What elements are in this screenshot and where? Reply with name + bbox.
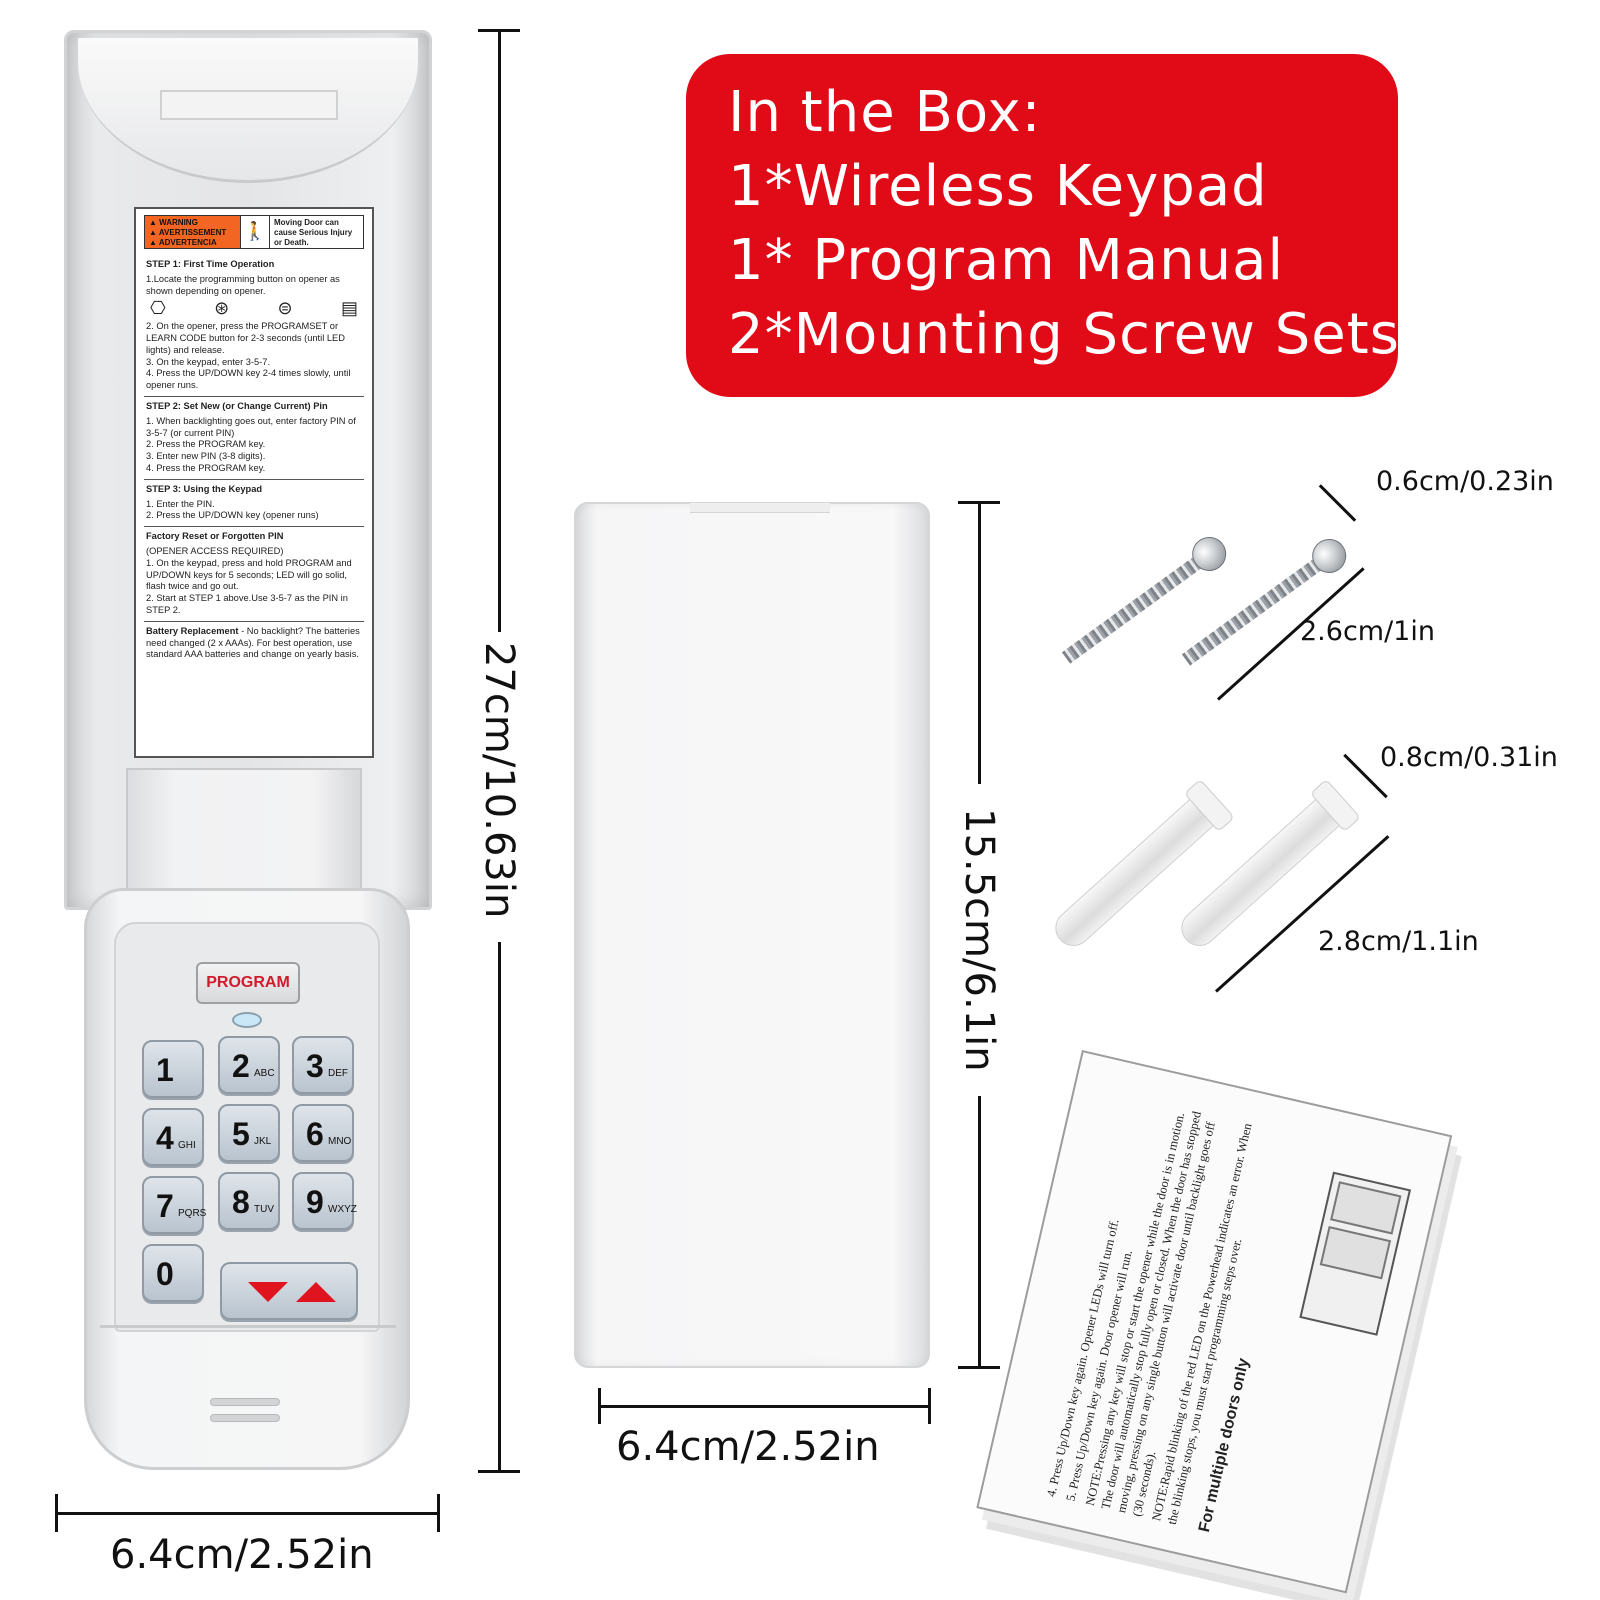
key-letters: WXYZ — [328, 1204, 357, 1215]
instruction-label: ▲ WARNING ▲ AVERTISSEMENT ▲ ADVERTENCIA … — [134, 207, 374, 758]
key-number: 2 — [232, 1048, 250, 1084]
battery-body: - No backlight? The batteries need chang… — [146, 625, 360, 660]
dim-tick — [478, 29, 520, 32]
key-letters: JKL — [254, 1136, 272, 1147]
label-reset: Factory Reset or Forgotten PIN (OPENER A… — [144, 527, 364, 622]
cover-width-label: 6.4cm/2.52in — [616, 1424, 880, 1470]
battery-cover — [574, 502, 930, 1368]
key-letters: MNO — [328, 1136, 352, 1147]
key-number: 8 — [232, 1184, 250, 1220]
dim-gap — [958, 784, 1002, 1096]
screw-diameter-label: 0.6cm/0.23in — [1376, 466, 1554, 497]
label-battery: Battery Replacement - No backlight? The … — [144, 622, 364, 665]
key-letters: PQRS — [178, 1208, 207, 1219]
battery-title: Battery Replacement — [146, 625, 239, 636]
step1-a: 1.Locate the programming button on opene… — [146, 273, 340, 296]
anchor-length-label: 2.8cm/1.1in — [1318, 926, 1479, 957]
manual-keypad-figure — [1299, 1171, 1412, 1336]
opener-search-icon: ⊜ — [277, 298, 293, 319]
in-the-box-item: 1*Wireless Keypad — [728, 154, 1268, 219]
arrow-up-icon — [296, 1282, 336, 1302]
step2-title: STEP 2: Set New (or Change Current) Pin — [146, 400, 328, 411]
in-the-box-item: 2*Mounting Screw Sets — [728, 302, 1400, 367]
key-number: 1 — [156, 1052, 174, 1088]
step2-body: 1. When backlighting goes out, enter fac… — [146, 415, 356, 473]
step3-body: 1. Enter the PIN. 2. Press the UP/DOWN k… — [146, 498, 319, 521]
warning-caution: Moving Door can cause Serious Injury or … — [274, 218, 353, 247]
dim-tick — [437, 1494, 440, 1532]
key-letters: ABC — [254, 1068, 275, 1079]
key-letters: TUV — [254, 1204, 274, 1215]
key-number: 5 — [232, 1116, 250, 1152]
label-step1: STEP 1: First Time Operation 1.Locate th… — [144, 255, 364, 397]
in-the-box-title: In the Box: — [728, 80, 1042, 145]
key-number: 7 — [156, 1188, 174, 1224]
up-down-button[interactable] — [220, 1262, 358, 1320]
in-the-box-panel: In the Box: 1*Wireless Keypad 1* Program… — [686, 54, 1400, 397]
key-number: 6 — [306, 1116, 324, 1152]
key-number: 4 — [156, 1120, 174, 1156]
keypad-height-label: 27cm/10.63in — [476, 642, 522, 919]
key-1[interactable]: 1 — [142, 1040, 204, 1098]
status-led — [232, 1012, 262, 1028]
screw-diameter-dim-line — [1318, 484, 1357, 522]
warning-strip: ▲ WARNING ▲ AVERTISSEMENT ▲ ADVERTENCIA … — [144, 215, 364, 249]
dim-gap — [478, 632, 522, 942]
step1-title: STEP 1: First Time Operation — [146, 259, 275, 269]
speaker-grill — [210, 1414, 280, 1422]
warning-text: ▲ WARNING ▲ AVERTISSEMENT ▲ ADVERTENCIA — [145, 216, 240, 248]
program-button[interactable]: PROGRAM — [196, 962, 300, 1004]
opener-learn-icon: ⊛ — [214, 298, 230, 319]
program-manual: 4. Press Up/Down key again. Opener LEDs … — [976, 1050, 1453, 1594]
reset-title: Factory Reset or Forgotten PIN — [146, 531, 284, 542]
dim-tick — [928, 1388, 931, 1424]
opener-icons: ⎔ ⊛ ⊜ ▤ — [146, 297, 362, 321]
key-number: 9 — [306, 1184, 324, 1220]
cover-tab — [160, 90, 338, 120]
screw-length-label: 2.6cm/1in — [1300, 616, 1435, 647]
dim-tick — [958, 1366, 1000, 1369]
battery-cover-notch — [690, 503, 830, 513]
keypad-seam — [100, 1325, 396, 1328]
key-letters: GHI — [178, 1140, 196, 1151]
arrow-down-icon — [248, 1282, 288, 1302]
dim-tick — [55, 1494, 58, 1532]
key-number: 0 — [156, 1256, 174, 1292]
keypad-width-label: 6.4cm/2.52in — [110, 1532, 374, 1578]
in-the-box-item: 1* Program Manual — [728, 228, 1284, 293]
key-0[interactable]: 0 — [142, 1244, 204, 1302]
dim-tick — [478, 1470, 520, 1473]
key-number: 3 — [306, 1048, 324, 1084]
step1-b: 2. On the opener, press the PROGRAMSET o… — [146, 321, 351, 391]
dim-tick — [598, 1388, 601, 1424]
dim-tick — [958, 501, 1000, 504]
step3-title: STEP 3: Using the Keypad — [146, 483, 263, 494]
reset-body: (OPENER ACCESS REQUIRED) 1. On the keypa… — [146, 545, 352, 615]
label-step3: STEP 3: Using the Keypad 1. Enter the PI… — [144, 480, 364, 528]
warning-figure-icon: 🚶 — [240, 216, 270, 248]
cover-width-dim-line — [598, 1405, 930, 1408]
speaker-grill — [210, 1398, 280, 1406]
anchor-diameter-label: 0.8cm/0.31in — [1380, 742, 1558, 773]
manual-text: 4. Press Up/Down key again. Opener LEDs … — [1043, 1085, 1307, 1534]
key-letters: DEF — [328, 1068, 348, 1079]
label-step2: STEP 2: Set New (or Change Current) Pin … — [144, 397, 364, 480]
opener-manual-icon: ▤ — [340, 298, 358, 319]
opener-button-icon: ⎔ — [150, 298, 166, 319]
cover-height-label: 15.5cm/6.1in — [956, 808, 1002, 1072]
keypad-width-dim-line — [56, 1512, 440, 1515]
